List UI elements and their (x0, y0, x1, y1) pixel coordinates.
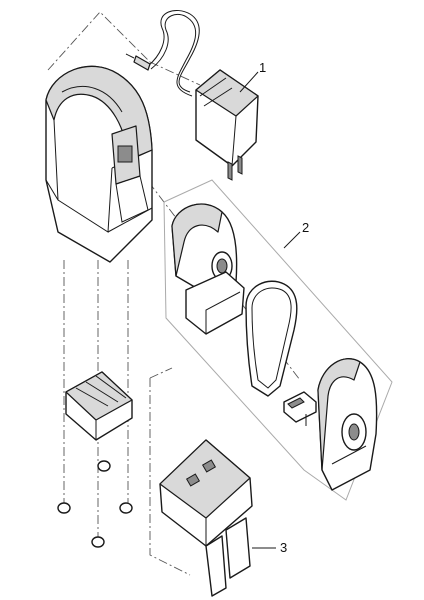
main-housing (45, 65, 153, 263)
part-2-group-box (163, 179, 393, 501)
ac-adapter (125, 10, 259, 181)
rear-cover (317, 358, 378, 491)
callout-leaders (239, 71, 301, 549)
callout-1: 1 (259, 60, 266, 75)
callout-2: 2 (302, 220, 309, 235)
battery-clip (65, 371, 133, 441)
base-bracket (159, 439, 253, 597)
small-connector (283, 391, 317, 426)
rubber-feet (57, 460, 133, 548)
rubber-gasket (245, 280, 298, 397)
callout-3: 3 (280, 540, 287, 555)
motor-unit (171, 203, 245, 335)
